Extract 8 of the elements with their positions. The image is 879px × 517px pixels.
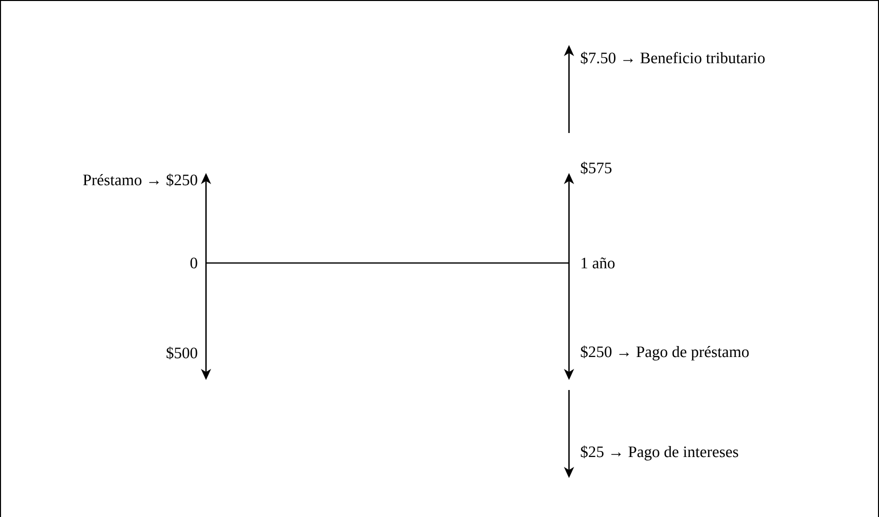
amount-label: $25 → Pago de intereses	[580, 446, 738, 460]
amount-label: 1 año	[582, 258, 615, 268]
amount-label: $500	[166, 346, 198, 360]
amount-label: $7.50 → Beneficio tributario	[580, 52, 765, 64]
amount-label: $575	[580, 162, 612, 174]
amount-label: Préstamo → $250	[83, 174, 198, 186]
amount-label: 0	[190, 258, 198, 268]
amount-label: $250 → Pago de préstamo	[580, 346, 749, 360]
